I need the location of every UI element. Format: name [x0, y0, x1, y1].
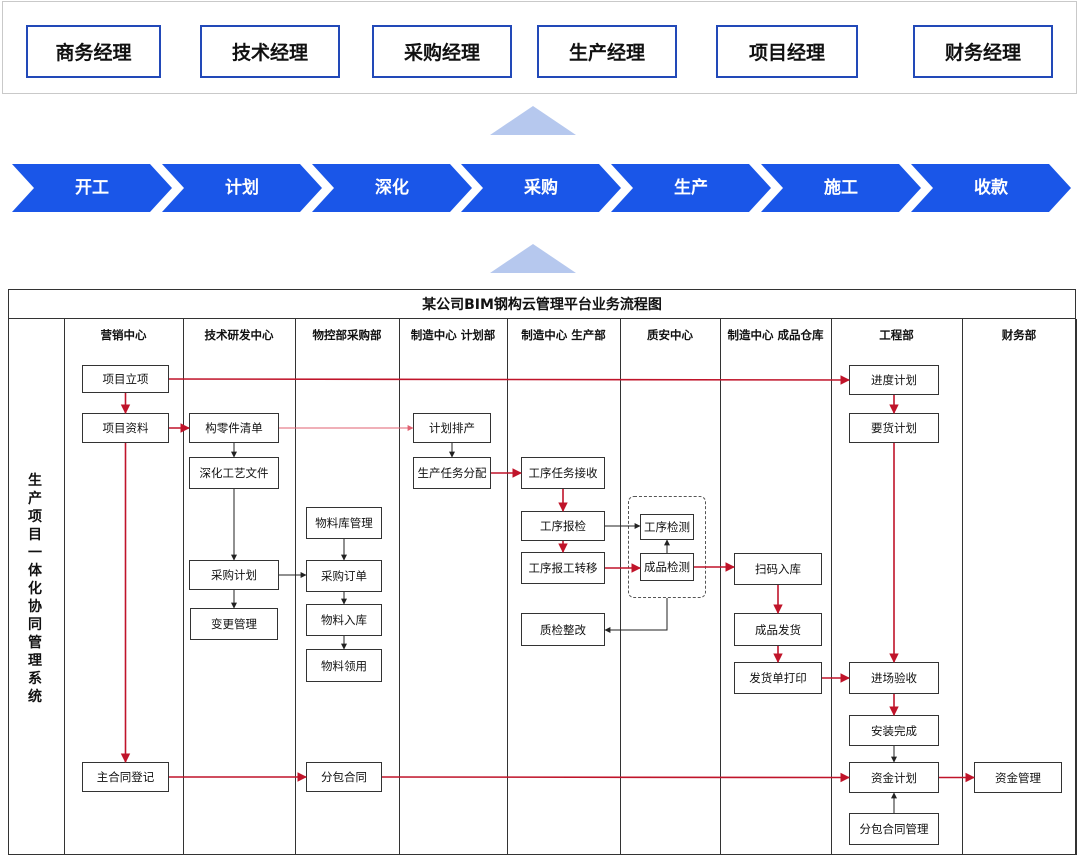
side-title-char: 统 — [28, 689, 42, 705]
node-gxbj: 工序报检 — [521, 511, 605, 541]
node-fbht: 分包合同 — [306, 762, 382, 792]
node-smrk: 扫码入库 — [734, 553, 822, 585]
node-zjgl: 资金管理 — [974, 762, 1062, 793]
side-title-char: 化 — [28, 581, 42, 597]
node-cgjh: 采购计划 — [189, 560, 279, 590]
side-title-char: 协 — [28, 599, 42, 615]
node-wlly: 物料领用 — [306, 649, 382, 682]
role-box: 商务经理 — [26, 25, 161, 78]
role-box: 技术经理 — [200, 25, 340, 78]
node-fhddy: 发货单打印 — [734, 662, 822, 694]
node-cpjc: 成品检测 — [640, 553, 694, 581]
node-xmzl: 项目资料 — [82, 413, 169, 443]
node-yhjh: 要货计划 — [849, 413, 939, 443]
lane-title: 工程部 — [879, 328, 914, 342]
stage-label: 收款 — [974, 178, 1008, 198]
node-wlrk: 物料入库 — [306, 604, 382, 636]
side-title-char: 同 — [28, 617, 42, 633]
lane-divider — [295, 319, 296, 855]
lane-divider — [962, 319, 963, 855]
role-box: 项目经理 — [716, 25, 858, 78]
node-gxjc: 工序检测 — [640, 514, 694, 540]
node-zjjh: 资金计划 — [849, 762, 939, 793]
node-gxrwjs: 工序任务接收 — [521, 457, 605, 489]
node-xmlx: 项目立项 — [82, 365, 169, 393]
node-cpfh: 成品发货 — [734, 613, 822, 646]
role-box: 生产经理 — [537, 25, 677, 78]
side-title-char: 一 — [28, 545, 42, 561]
node-azwc: 安装完成 — [849, 715, 939, 746]
node-zjzg: 质检整改 — [521, 613, 605, 646]
flowchart-title: 某公司BIM钢构云管理平台业务流程图 — [8, 289, 1076, 319]
stage-label: 采购 — [524, 178, 558, 198]
node-fbhtgl: 分包合同管理 — [849, 813, 939, 845]
node-jcys: 进场验收 — [849, 662, 939, 694]
lane-title: 制造中心 成品仓库 — [727, 328, 824, 342]
up-triangle-bottom — [490, 244, 576, 273]
lane-title: 财务部 — [1001, 328, 1037, 342]
lane-title: 营销中心 — [100, 328, 147, 342]
lane-title: 物控部采购部 — [312, 328, 382, 342]
flowchart-frame — [8, 289, 1076, 855]
side-title-char: 生 — [28, 473, 42, 489]
lane-divider — [183, 319, 184, 855]
node-jhpc: 计划排产 — [413, 413, 491, 443]
lane-title: 技术研发中心 — [204, 328, 274, 342]
node-gjqd: 构零件清单 — [189, 413, 279, 443]
side-title-char: 管 — [28, 635, 42, 651]
node-jdjh: 进度计划 — [849, 365, 939, 395]
lane-divider — [620, 319, 621, 855]
side-title-char: 体 — [28, 563, 42, 579]
stage-label: 开工 — [75, 178, 109, 198]
lane-divider — [1076, 319, 1077, 855]
role-box: 采购经理 — [372, 25, 512, 78]
side-title-char: 理 — [28, 653, 42, 669]
lane-divider — [64, 319, 65, 855]
lane-title: 质安中心 — [647, 328, 693, 342]
stage-label: 计划 — [225, 178, 259, 198]
node-scrwfp: 生产任务分配 — [413, 457, 491, 489]
side-title: 生产项目一体化协同管理系统 — [25, 472, 45, 706]
lane-title: 制造中心 计划部 — [410, 328, 496, 342]
side-title-char: 产 — [28, 491, 42, 507]
side-title-char: 系 — [28, 671, 42, 687]
stage-label: 深化 — [375, 178, 409, 198]
node-zhtdj: 主合同登记 — [82, 762, 169, 792]
lane-divider — [831, 319, 832, 855]
quality-check-group — [628, 496, 706, 598]
stage-label: 生产 — [674, 178, 708, 198]
lane-divider — [399, 319, 400, 855]
side-title-char: 项 — [28, 509, 42, 525]
lane-divider — [507, 319, 508, 855]
node-gxbgzy: 工序报工转移 — [521, 552, 605, 584]
node-cgdd: 采购订单 — [306, 560, 382, 592]
node-bggl: 变更管理 — [190, 608, 278, 640]
node-wlkgl: 物料库管理 — [306, 507, 382, 539]
lane-title: 制造中心 生产部 — [521, 328, 606, 342]
lane-divider — [720, 319, 721, 855]
role-box: 财务经理 — [913, 25, 1053, 78]
up-triangle-top — [490, 106, 576, 135]
side-title-char: 目 — [28, 527, 42, 543]
node-shgywj: 深化工艺文件 — [189, 457, 279, 489]
stage-label: 施工 — [824, 178, 858, 198]
